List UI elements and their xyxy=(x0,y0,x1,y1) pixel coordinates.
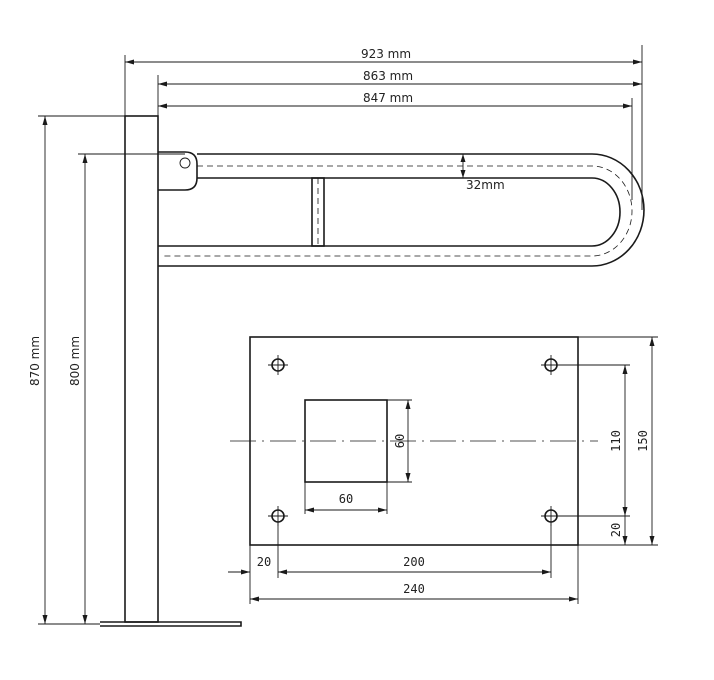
support-post xyxy=(124,115,159,623)
tube-diameter-label: 32mm xyxy=(466,178,505,192)
base-plate: 60 60 110 20 150 20 200 xyxy=(228,336,658,604)
height-dimensions: 870 mm 800 mm xyxy=(28,115,185,625)
tube-inner xyxy=(158,177,621,247)
hinge-pin xyxy=(179,157,191,169)
plate-width-label: 240 xyxy=(403,582,425,596)
tube-outer xyxy=(158,153,645,267)
plate-height-label: 150 xyxy=(636,430,650,452)
floor-flange xyxy=(100,621,242,627)
hole-offset-left-label: 20 xyxy=(257,555,271,569)
hole-spacing-horizontal-label: 200 xyxy=(403,555,425,569)
center-square xyxy=(304,399,388,483)
hole-spacing-vertical-label: 110 xyxy=(609,430,623,452)
bolt-holes xyxy=(268,355,561,526)
rail-length-label: 863 mm xyxy=(363,69,413,83)
top-dimensions: 923 mm 863 mm 847 mm 32mm xyxy=(124,45,643,210)
hinge-bracket xyxy=(158,151,198,191)
square-height-label: 60 xyxy=(393,434,407,448)
post-height-label: 870 mm xyxy=(28,336,42,386)
grab-bar xyxy=(100,115,645,627)
inner-length-label: 847 mm xyxy=(363,91,413,105)
hole-offset-bottom-label: 20 xyxy=(609,523,623,537)
total-length-label: 923 mm xyxy=(361,47,411,61)
rail-height-label: 800 mm xyxy=(68,336,82,386)
square-width-label: 60 xyxy=(339,492,353,506)
tube-centerline xyxy=(162,165,633,257)
